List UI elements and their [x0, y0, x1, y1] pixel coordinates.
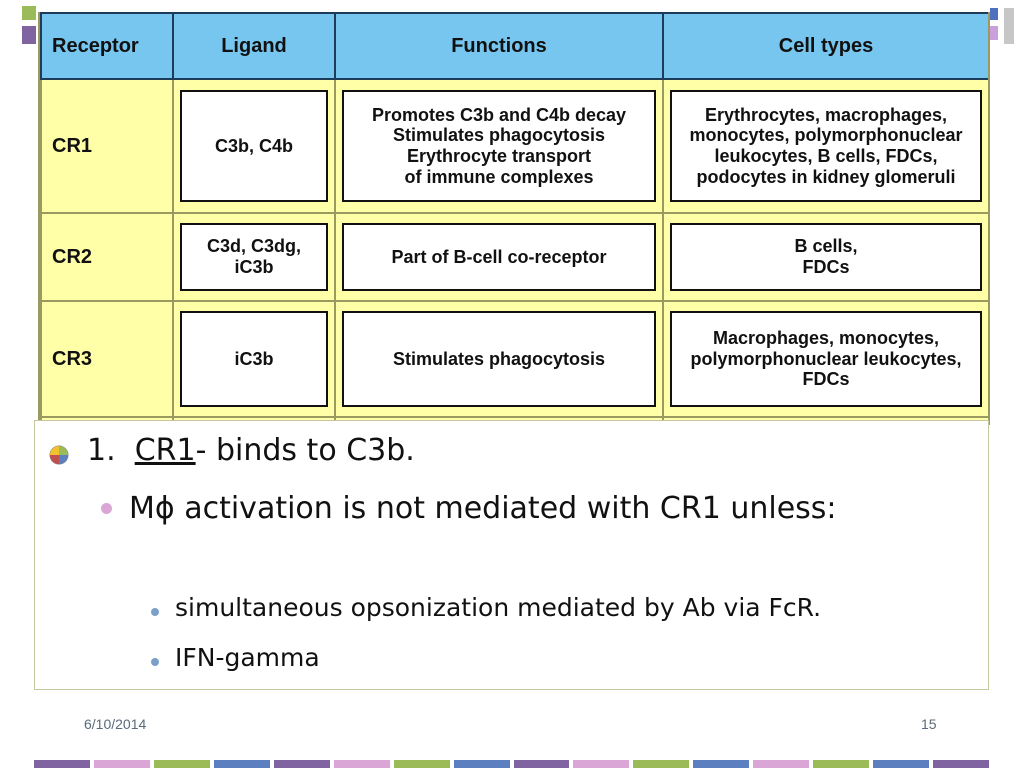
- receptor-cell: CR1: [40, 78, 174, 214]
- receptor-cell: CR3: [40, 300, 174, 418]
- stripe-segment: [213, 760, 270, 768]
- cr1-link-text: CR1: [134, 433, 196, 468]
- decor-square-green: [22, 6, 36, 20]
- decor-square-purple: [22, 26, 36, 44]
- header-cell-types: Cell types: [662, 12, 988, 80]
- stripe-segment: [153, 760, 210, 768]
- stripe-segment: [34, 760, 90, 768]
- bullet-level3-item: IFN-gamma: [175, 643, 320, 672]
- footer-page-number: 15: [921, 716, 937, 732]
- stripe-segment: [873, 760, 930, 768]
- bullet-level1-rest: - binds to C3b.: [195, 433, 415, 468]
- header-receptor: Receptor: [40, 12, 174, 80]
- stripe-segment: [513, 760, 570, 768]
- header-functions: Functions: [334, 12, 664, 80]
- stripe-segment: [693, 760, 750, 768]
- stripe-segment: [453, 760, 510, 768]
- functions-cell: Stimulates phagocytosis: [342, 311, 656, 407]
- stripe-segment: [573, 760, 630, 768]
- table-row: CR2 C3d, C3dg, iC3b Part of B-cell co-re…: [40, 212, 988, 302]
- table-row: CR1 C3b, C4b Promotes C3b and C4b decay …: [40, 78, 988, 214]
- cell-types-cell: Macrophages, monocytes, polymorphonuclea…: [670, 311, 982, 407]
- decor-square-gray: [1004, 8, 1014, 44]
- bullet-small-dot-icon: [151, 658, 159, 666]
- receptor-cell: CR2: [40, 212, 174, 302]
- stripe-segment: [933, 760, 989, 768]
- functions-cell: Promotes C3b and C4b decay Stimulates ph…: [342, 90, 656, 202]
- table-header-row: Receptor Ligand Functions Cell types: [40, 12, 988, 80]
- footer-color-stripe: [34, 760, 989, 768]
- stripe-segment: [813, 760, 870, 768]
- bullet-level2: Mϕ activation is not mediated with CR1 u…: [129, 491, 837, 526]
- stripe-segment: [633, 760, 690, 768]
- stripe-segment: [273, 760, 330, 768]
- bullet-quad-icon: [49, 445, 69, 465]
- cell-types-cell: Erythrocytes, macrophages, monocytes, po…: [670, 90, 982, 202]
- table-row: CR3 iC3b Stimulates phagocytosis Macroph…: [40, 300, 988, 418]
- receptor-table: Receptor Ligand Functions Cell types CR1…: [38, 12, 990, 425]
- header-ligand: Ligand: [172, 12, 336, 80]
- decor-square-pink: [990, 26, 998, 40]
- stripe-segment: [393, 760, 450, 768]
- stripe-segment: [333, 760, 390, 768]
- bullet-level3-item: simultaneous opsonization mediated by Ab…: [175, 593, 822, 622]
- ligand-cell: C3d, C3dg, iC3b: [180, 223, 328, 291]
- footer-date: 6/10/2014: [84, 716, 147, 732]
- cell-types-cell: B cells, FDCs: [670, 223, 982, 291]
- bullet-level1: 1. CR1- binds to C3b.: [87, 433, 415, 468]
- ligand-cell: C3b, C4b: [180, 90, 328, 202]
- decor-square-blue: [990, 8, 998, 20]
- bullet-small-dot-icon: [151, 608, 159, 616]
- bullet-dot-icon: [101, 503, 112, 514]
- stripe-segment: [93, 760, 150, 768]
- bullet-number: 1.: [87, 433, 116, 468]
- stripe-segment: [753, 760, 810, 768]
- notes-panel: 1. CR1- binds to C3b. Mϕ activation is n…: [34, 420, 989, 690]
- functions-cell: Part of B-cell co-receptor: [342, 223, 656, 291]
- ligand-cell: iC3b: [180, 311, 328, 407]
